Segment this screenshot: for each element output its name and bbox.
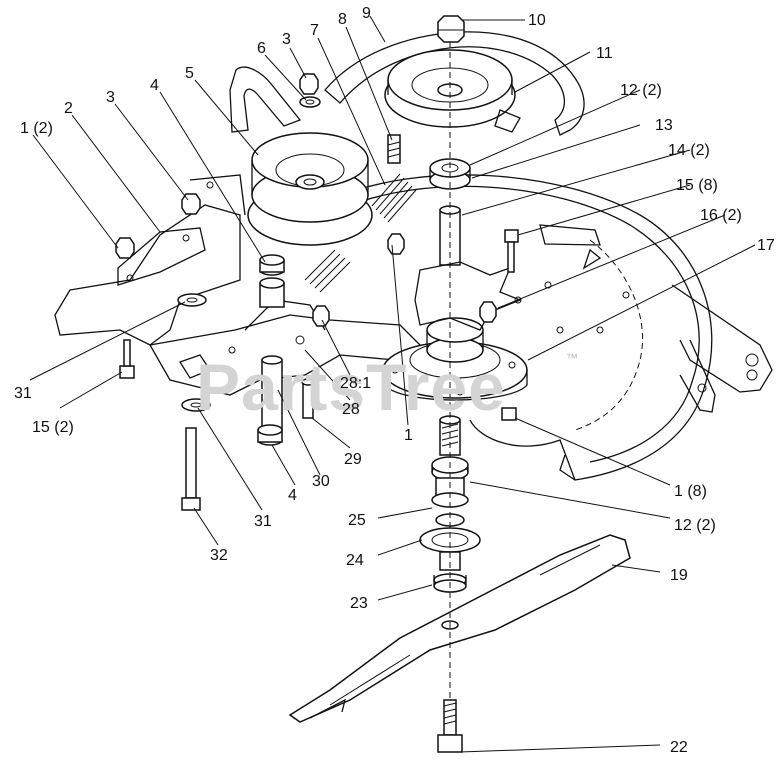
bolt-8 bbox=[387, 134, 401, 164]
callout-28: 28 bbox=[342, 401, 360, 418]
callout-7: 7 bbox=[310, 22, 319, 39]
callout-4-lower: 4 bbox=[288, 487, 297, 504]
callout-12-2-top: 12 (2) bbox=[620, 82, 662, 99]
nuts-1 bbox=[312, 233, 497, 327]
callout-17: 17 bbox=[757, 237, 775, 254]
watermark-text: PartsTree bbox=[196, 350, 506, 424]
callout-29: 29 bbox=[344, 451, 362, 468]
callout-9: 9 bbox=[362, 5, 371, 22]
partstree-watermark: PartsTree ™ bbox=[196, 350, 578, 424]
callout-24: 24 bbox=[346, 552, 364, 569]
callout-1-2: 1 (2) bbox=[20, 120, 53, 137]
spindle-housing bbox=[382, 317, 528, 401]
callout-22: 22 bbox=[670, 739, 688, 756]
bolts-various bbox=[119, 229, 519, 511]
callout-6: 6 bbox=[257, 40, 266, 57]
callout-23: 23 bbox=[350, 595, 368, 612]
bushings-and-spacer bbox=[257, 254, 285, 446]
callout-28-1: 28:1 bbox=[340, 375, 371, 392]
callout-31-left: 31 bbox=[14, 385, 32, 402]
idler-pulley-large bbox=[247, 132, 373, 246]
callout-labels: 1 (2) 2 3 4 5 6 3 7 8 9 10 11 12 (2) 13 … bbox=[14, 5, 775, 756]
callout-16-2: 16 (2) bbox=[700, 207, 742, 224]
callout-1-center: 1 bbox=[404, 427, 413, 444]
spindle-nut bbox=[437, 15, 465, 43]
idler-springs bbox=[304, 173, 417, 293]
watermark-trademark: ™ bbox=[566, 351, 578, 365]
blade-bolt bbox=[437, 699, 463, 753]
callout-19: 19 bbox=[670, 567, 688, 584]
callout-11: 11 bbox=[596, 45, 613, 62]
callout-15-8: 15 (8) bbox=[676, 177, 718, 194]
spindle-lower-assembly bbox=[419, 415, 481, 593]
washers-31 bbox=[177, 293, 211, 412]
callout-25: 25 bbox=[348, 512, 366, 529]
callout-15-2: 15 (2) bbox=[32, 419, 74, 436]
callout-30: 30 bbox=[312, 473, 330, 490]
callout-14-2: 14 (2) bbox=[668, 142, 710, 159]
callout-leaders bbox=[29, 15, 756, 753]
blade-adapter-star bbox=[414, 261, 522, 331]
callout-4: 4 bbox=[150, 77, 159, 94]
callout-3: 3 bbox=[106, 89, 115, 106]
callout-5: 5 bbox=[185, 65, 194, 82]
drive-belt bbox=[229, 66, 302, 133]
callout-12-2-lower: 12 (2) bbox=[674, 517, 716, 534]
callout-2: 2 bbox=[64, 100, 73, 117]
callout-3-top: 3 bbox=[282, 31, 291, 48]
mower-blade bbox=[288, 534, 631, 723]
callout-31-lower: 31 bbox=[254, 513, 272, 530]
callout-8: 8 bbox=[338, 11, 347, 28]
washer-6 bbox=[299, 96, 321, 108]
callout-10: 10 bbox=[528, 12, 546, 29]
callout-13: 13 bbox=[655, 117, 673, 134]
hex-nuts-3 bbox=[115, 73, 319, 259]
callout-1-8: 1 (8) bbox=[674, 483, 707, 500]
callout-32: 32 bbox=[210, 547, 228, 564]
